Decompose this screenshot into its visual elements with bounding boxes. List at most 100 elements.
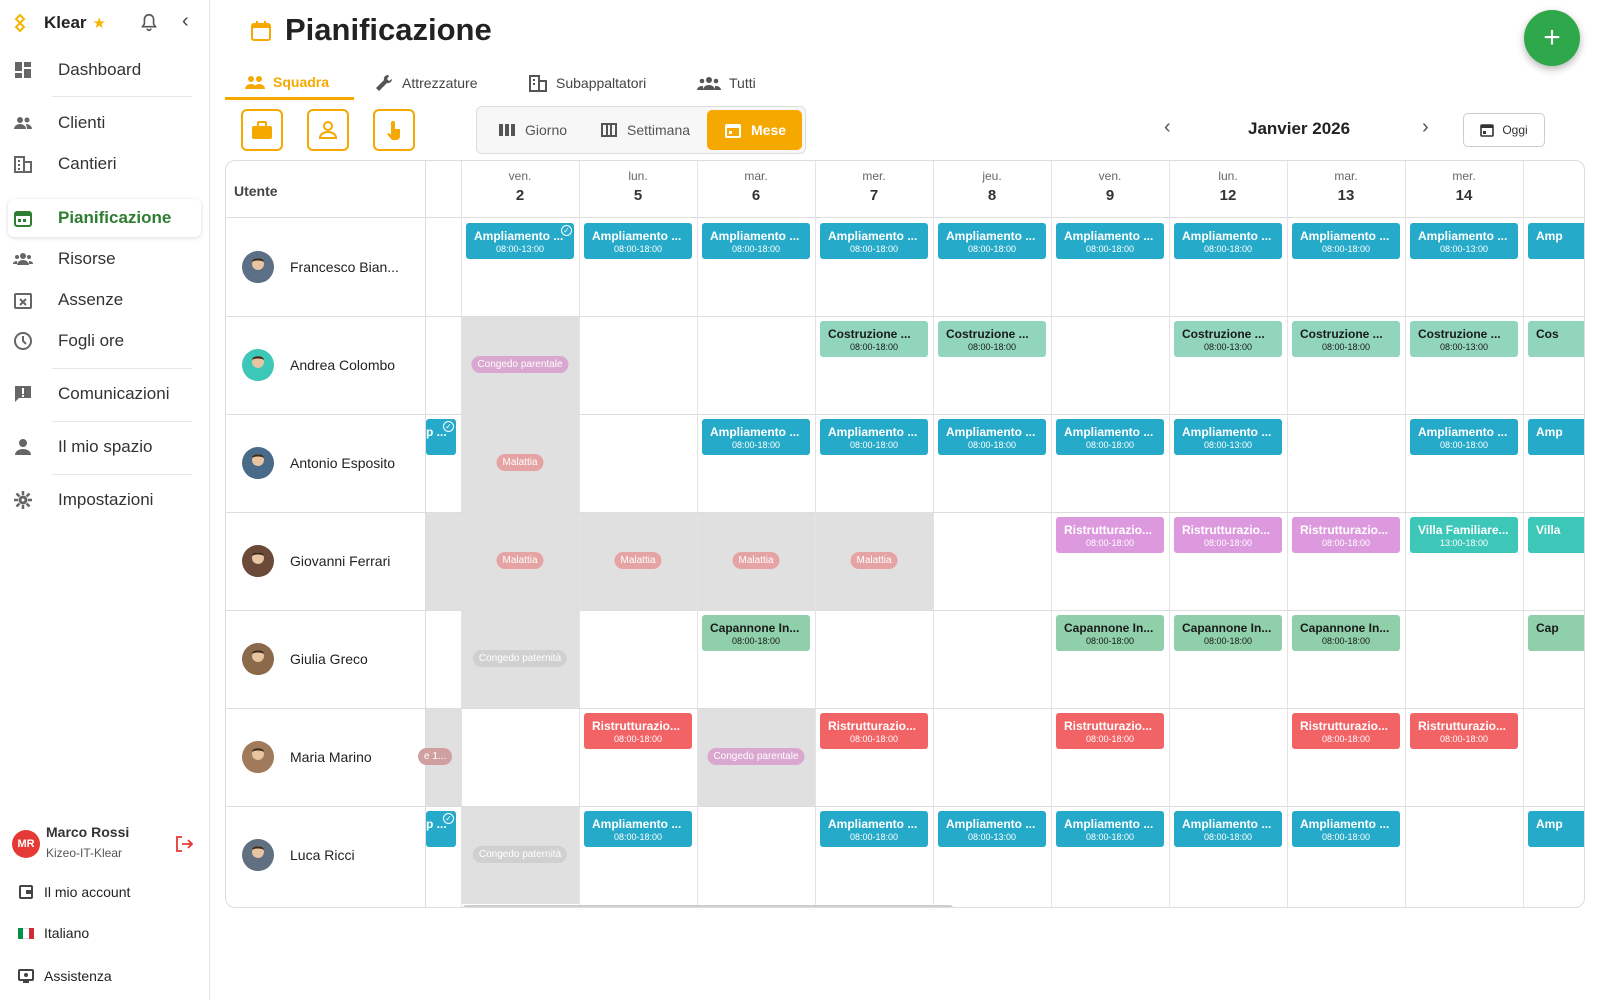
person-filter-button[interactable] (307, 109, 349, 151)
bell-icon[interactable] (138, 12, 160, 34)
absence-pill: Congedo parentale (471, 356, 569, 373)
next-month-button[interactable]: › (1422, 116, 1429, 139)
sidebar-item-assenze[interactable]: Assenze (8, 281, 201, 319)
schedule-event[interactable]: Ampliamento ...08:00-13:00 (1410, 223, 1518, 259)
schedule-event[interactable]: Ampliamento ...08:00-18:00 (584, 811, 692, 847)
event-hours: 08:00-13:00 (495, 244, 545, 254)
schedule-event[interactable]: Capannone In...08:00-18:00 (1292, 615, 1400, 651)
today-button[interactable]: Oggi (1463, 113, 1545, 147)
my-account-link[interactable]: Il mio account (18, 880, 130, 904)
sidebar-item-pianificazione[interactable]: Pianificazione (8, 199, 201, 237)
schedule-event[interactable]: Ampliamento ...08:00-13:00✓ (466, 223, 574, 259)
schedule-event[interactable]: p ...✓ (426, 419, 456, 455)
day-header: mer.7 (815, 169, 933, 204)
schedule-event[interactable]: Costruzione ...08:00-18:00 (820, 321, 928, 357)
event-hours: 08:00-18:00 (1321, 636, 1371, 646)
schedule-event[interactable]: Ampliamento ...08:00-18:00 (820, 419, 928, 455)
star-icon: ★ (92, 15, 106, 32)
schedule-event[interactable]: Costruzione ...08:00-18:00 (938, 321, 1046, 357)
sidebar-item-comunicazioni[interactable]: Comunicazioni (8, 375, 201, 413)
schedule-event[interactable]: Ristrutturazio...08:00-18:00 (1056, 517, 1164, 553)
user-name: Francesco Bian... (290, 259, 399, 275)
schedule-event[interactable]: Ristrutturazio...08:00-18:00 (1056, 713, 1164, 749)
schedule-event[interactable]: Ampliamento ...08:00-18:00 (1174, 223, 1282, 259)
sidebar-item-clienti[interactable]: Clienti (8, 104, 201, 142)
day-name: jeu. (982, 169, 1002, 183)
schedule-event[interactable]: Ampliamento ...08:00-18:00 (1292, 223, 1400, 259)
event-title: Ristrutturazio... (1064, 523, 1153, 537)
tab-label: Squadra (273, 73, 330, 90)
view-month-button[interactable]: Mese (707, 110, 802, 150)
schedule-event[interactable]: Ristrutturazio...08:00-18:00 (1174, 517, 1282, 553)
view-day-button[interactable]: Giorno (487, 110, 587, 150)
schedule-event[interactable]: Ristrutturazio...08:00-18:00 (820, 713, 928, 749)
tab-squadra[interactable]: Squadra (225, 66, 354, 100)
tab-tutti[interactable]: Tutti (697, 66, 756, 100)
schedule-event[interactable]: Ampliamento ...08:00-18:00 (820, 811, 928, 847)
event-hours: 08:00-18:00 (967, 440, 1017, 450)
schedule-event[interactable]: Cap (1528, 615, 1584, 651)
schedule-event[interactable]: p ...✓ (426, 811, 456, 847)
sidebar-item-cantieri[interactable]: Cantieri (8, 145, 201, 183)
event-title: Capannone In... (1064, 621, 1154, 635)
event-title: Costruzione ... (1300, 327, 1383, 341)
sidebar-item-dashboard[interactable]: Dashboard (8, 51, 201, 89)
schedule-event[interactable]: Ristrutturazio...08:00-18:00 (1292, 517, 1400, 553)
schedule-event[interactable]: Capannone In...08:00-18:00 (702, 615, 810, 651)
schedule-event[interactable]: Amp (1528, 419, 1584, 455)
building-icon (529, 75, 547, 92)
schedule-event[interactable]: Ampliamento ...08:00-18:00 (584, 223, 692, 259)
touch-filter-button[interactable] (373, 109, 415, 151)
sidebar-item-impostazioni[interactable]: Impostazioni (8, 481, 201, 519)
sidebar-item-risorse[interactable]: Risorse (8, 240, 201, 278)
horizontal-scrollbar[interactable] (463, 905, 953, 907)
day-number: 9 (1105, 187, 1115, 204)
collapse-sidebar-icon[interactable]: ‹ (182, 10, 189, 32)
schedule-event[interactable]: Ampliamento ...08:00-18:00 (938, 223, 1046, 259)
schedule-event[interactable]: Ampliamento ...08:00-18:00 (1410, 419, 1518, 455)
column-divider (461, 161, 462, 907)
schedule-event[interactable]: Costruzione ...08:00-13:00 (1410, 321, 1518, 357)
event-hours: 08:00-18:00 (1321, 244, 1371, 254)
schedule-event[interactable]: Ampliamento ...08:00-18:00 (702, 419, 810, 455)
logout-icon[interactable] (174, 834, 194, 854)
add-button[interactable]: + (1524, 10, 1580, 66)
schedule-event[interactable]: Costruzione ...08:00-18:00 (1292, 321, 1400, 357)
schedule-event[interactable]: Ampliamento ...08:00-13:00 (1174, 419, 1282, 455)
event-hours: 08:00-18:00 (849, 342, 899, 352)
view-week-button[interactable]: Settimana (591, 110, 703, 150)
schedule-event[interactable]: Cos (1528, 321, 1584, 357)
schedule-event[interactable]: Ampliamento ...08:00-18:00 (1056, 223, 1164, 259)
support-link[interactable]: Assistenza (18, 964, 112, 988)
sidebar-item-il-mio-spazio[interactable]: Il mio spazio (8, 428, 201, 466)
schedule-event[interactable]: Costruzione ...08:00-13:00 (1174, 321, 1282, 357)
prev-month-button[interactable]: ‹ (1164, 116, 1171, 139)
event-hours: 08:00-13:00 (1439, 342, 1489, 352)
language-selector[interactable]: Italiano (18, 921, 89, 945)
schedule-event[interactable]: Ampliamento ...08:00-13:00 (938, 811, 1046, 847)
schedule-event[interactable]: Ristrutturazio...08:00-18:00 (1292, 713, 1400, 749)
schedule-event[interactable]: Ampliamento ...08:00-18:00 (1056, 811, 1164, 847)
brand: Klear ★ ‹ (10, 10, 200, 36)
tab-subappaltatori[interactable]: Subappaltatori (528, 66, 646, 100)
schedule-event[interactable]: Villa Familiare...13:00-18:00 (1410, 517, 1518, 553)
briefcase-filter-button[interactable] (241, 109, 283, 151)
schedule-event[interactable]: Ampliamento ...08:00-18:00 (1292, 811, 1400, 847)
schedule-event[interactable]: Ampliamento ...08:00-18:00 (702, 223, 810, 259)
language-label: Italiano (44, 925, 90, 941)
sidebar-item-fogli-ore[interactable]: Fogli ore (8, 322, 201, 360)
schedule-event[interactable]: Ampliamento ...08:00-18:00 (938, 419, 1046, 455)
schedule-event[interactable]: Ristrutturazio...08:00-18:00 (1410, 713, 1518, 749)
schedule-event[interactable]: Amp (1528, 223, 1584, 259)
schedule-event[interactable]: Amp (1528, 811, 1584, 847)
schedule-event[interactable]: Ampliamento ...08:00-18:00 (1174, 811, 1282, 847)
schedule-event[interactable]: Ampliamento ...08:00-18:00 (1056, 419, 1164, 455)
schedule-event[interactable]: Villa (1528, 517, 1584, 553)
schedule-event[interactable]: Capannone In...08:00-18:00 (1174, 615, 1282, 651)
schedule-event[interactable]: Capannone In...08:00-18:00 (1056, 615, 1164, 651)
schedule-event[interactable]: Ampliamento ...08:00-18:00 (820, 223, 928, 259)
schedule-event[interactable]: Ristrutturazio...08:00-18:00 (584, 713, 692, 749)
event-title: Ampliamento ... (1064, 425, 1154, 439)
day-number: 14 (1455, 187, 1473, 204)
tab-attrezzature[interactable]: Attrezzature (374, 66, 477, 100)
